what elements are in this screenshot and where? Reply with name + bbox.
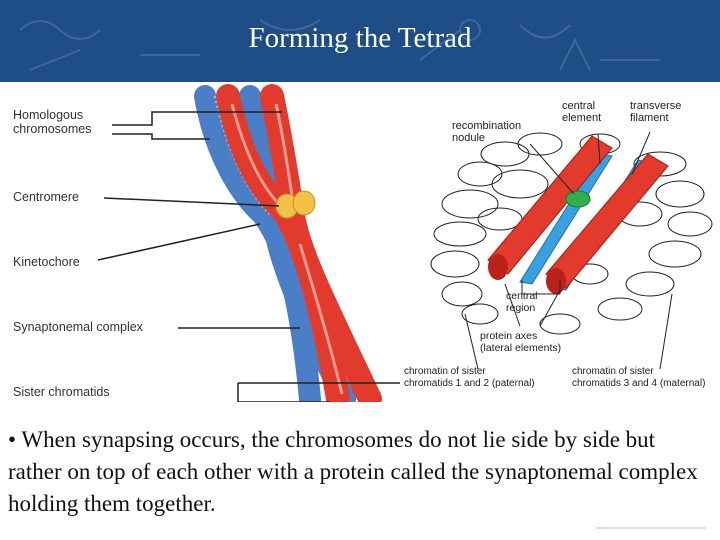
label-sister-chromatids: Sister chromatids	[13, 385, 110, 399]
footer-divider	[596, 527, 706, 529]
slide-title: Forming the Tetrad	[248, 22, 472, 54]
chromosome-illustration	[97, 84, 720, 402]
formula-pattern	[19, 19, 660, 71]
label-synaptonemal-complex: Synaptonemal complex	[13, 320, 143, 334]
synaptonemal-complex-figure	[430, 88, 720, 388]
bullet-text: • When synapsing occurs, the chromosomes…	[8, 427, 698, 516]
label-central-element: central element	[562, 100, 602, 124]
math-background-decoration	[0, 0, 720, 82]
diagram-area: Homologous chromosomes Centromere Kineto…	[0, 84, 720, 402]
label-homologous-chromosomes: Homologous chromosomes	[13, 108, 92, 136]
homologous-chromosomes-figure	[97, 84, 400, 402]
label-protein-axes: protein axes (lateral elements)	[480, 330, 562, 354]
label-recombination-nodule: recombination nodule	[452, 120, 522, 144]
label-transverse-filament: transverse filament	[630, 100, 682, 124]
label-kinetochore: Kinetochore	[13, 255, 80, 269]
label-chromatin-paternal: chromatin of sister chromatids 1 and 2 (…	[404, 366, 535, 389]
label-centromere: Centromere	[13, 190, 79, 204]
label-central-region: central region	[506, 290, 538, 314]
label-chromatin-maternal: chromatin of sister chromatids 3 and 4 (…	[572, 366, 706, 389]
title-bar: Forming the Tetrad	[0, 0, 720, 82]
